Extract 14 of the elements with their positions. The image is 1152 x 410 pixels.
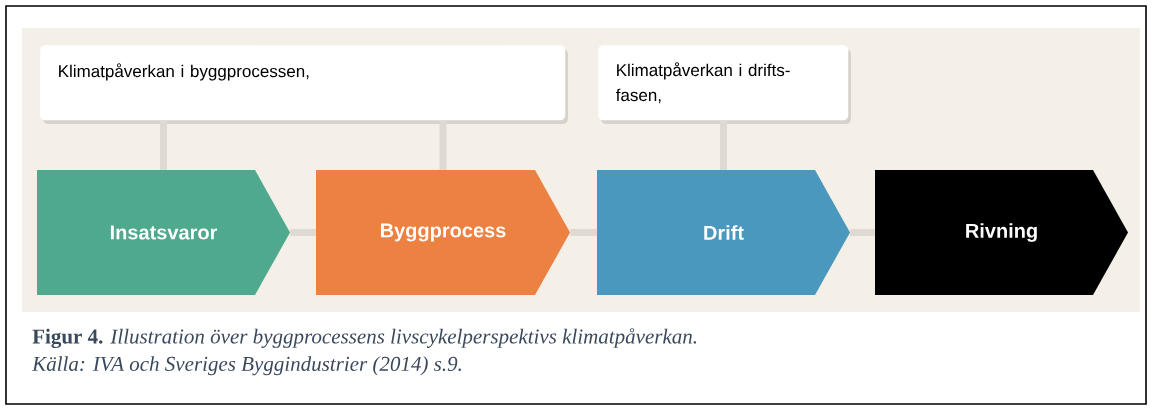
chevron-box: Drift: [597, 170, 850, 295]
connector-line: [439, 120, 447, 170]
figure-caption: Figur 4. Illustration över byggprocessens livscykelperspektivs klimatpåverkan.: [32, 328, 697, 348]
connector-line: [720, 120, 727, 170]
connector-line: [160, 120, 167, 170]
connector-line: [290, 229, 316, 236]
connector-line: [570, 229, 597, 236]
source-note: Källa: IVA och Sveriges Byggindustrier (2014) s.9.: [31, 356, 461, 376]
callout-box: Klimatpåverkan i drifts- fasen,: [598, 45, 851, 124]
chevron-box: Byggprocess: [316, 170, 570, 295]
connector-line: [850, 229, 875, 236]
chevron-box: Rivning: [875, 170, 1128, 295]
chevron-box: Insatsvaror: [37, 170, 290, 295]
callout-box: Klimatpåverkan i byggprocessen,: [40, 45, 568, 124]
